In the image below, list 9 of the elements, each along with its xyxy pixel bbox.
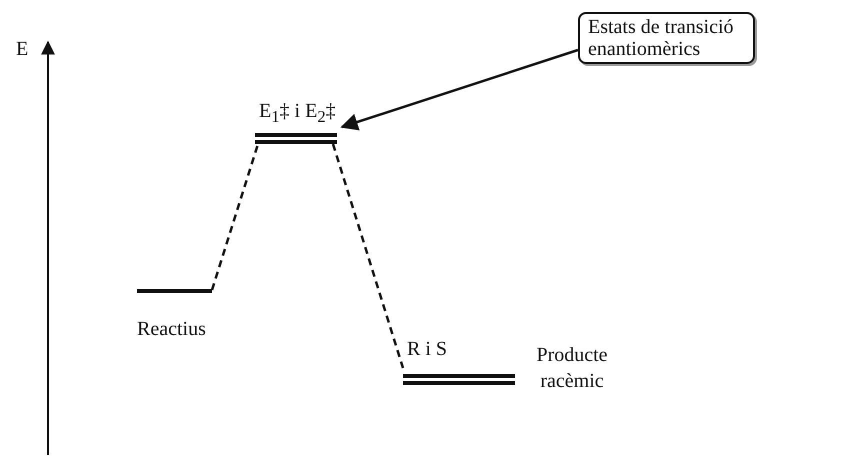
dashed-line xyxy=(332,144,404,368)
level-label: Reactius xyxy=(137,318,206,341)
level-caption: Producte racèmic xyxy=(535,343,609,394)
level-label: E$_{1}$‡ i E$_{2}$‡ xyxy=(259,100,336,127)
arrow xyxy=(340,48,578,130)
level-label: R i S xyxy=(407,338,448,361)
callout-box: Estats de transició enantiomèrics xyxy=(578,12,755,64)
axis-label: E xyxy=(16,38,28,61)
dashed-line xyxy=(210,144,260,290)
